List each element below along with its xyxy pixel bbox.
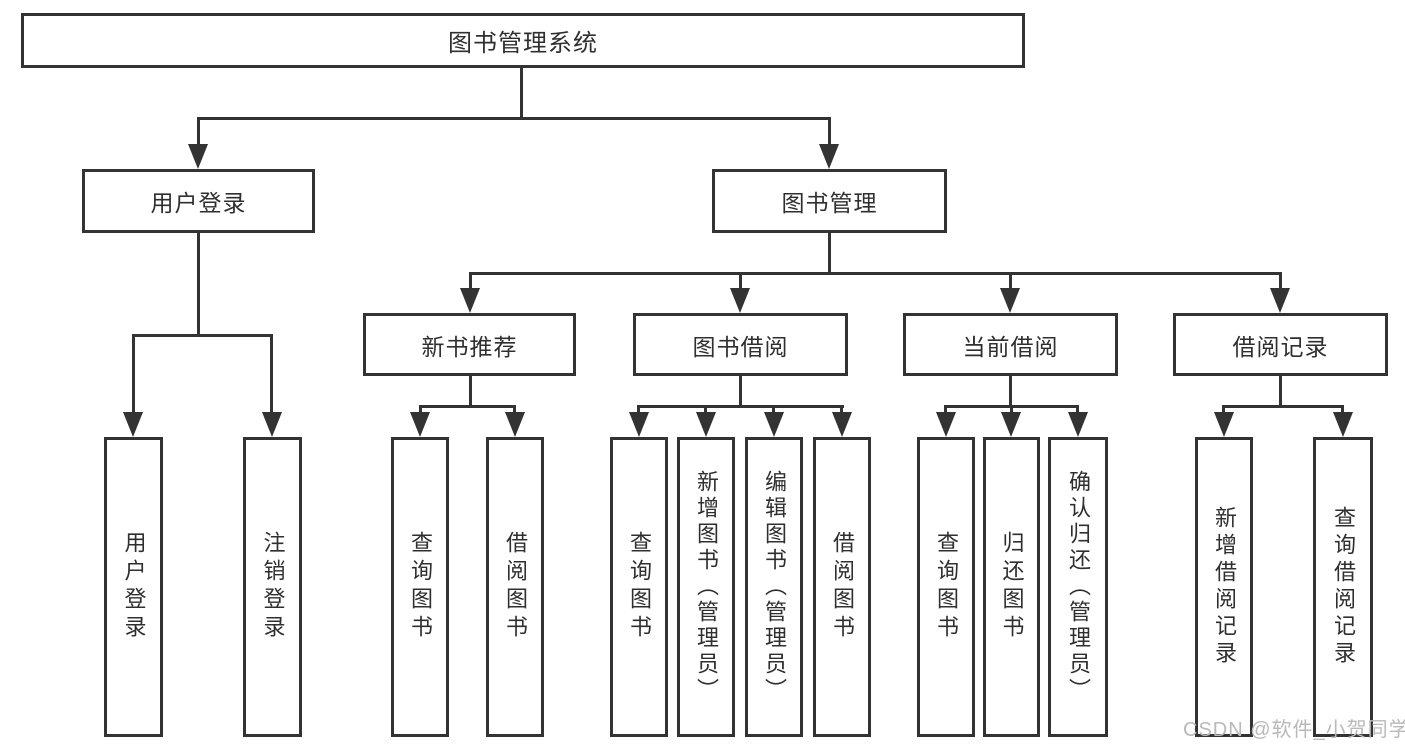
csdn-watermark: CSDN @软件_小贺同学 xyxy=(1183,719,1405,741)
connector-line xyxy=(1222,405,1225,417)
arrowhead-down-icon xyxy=(764,412,784,437)
node-root-library-system: 图书管理系统 xyxy=(21,13,1025,68)
node-user-login-label: 用户登录 xyxy=(150,190,247,216)
connector-line xyxy=(739,272,742,292)
connector-line xyxy=(513,405,516,417)
leaf-query-books-recommend-label: 查询图书 xyxy=(408,531,433,643)
node-borrow-records-label: 借阅记录 xyxy=(1232,333,1329,360)
leaf-user-login: 用户登录 xyxy=(104,437,163,737)
connector-line xyxy=(132,334,135,414)
node-book-management-label: 图书管理 xyxy=(781,190,878,216)
leaf-add-books-admin: 新增图书（管理员） xyxy=(677,437,735,737)
leaf-add-borrow-record-label: 新增借阅记录 xyxy=(1212,506,1237,668)
leaf-borrow-books-recommend: 借阅图书 xyxy=(486,437,544,737)
connector-line xyxy=(772,405,775,417)
node-book-management: 图书管理 xyxy=(712,169,947,233)
leaf-confirm-return-admin: 确认归还（管理员） xyxy=(1048,437,1108,737)
arrowhead-down-icon xyxy=(696,412,716,437)
leaf-query-books-borrow-label: 查询图书 xyxy=(627,531,652,643)
connector-line xyxy=(419,405,422,417)
leaf-logout: 注销登录 xyxy=(243,437,302,737)
arrowhead-down-icon xyxy=(188,144,208,169)
connector-line xyxy=(1009,272,1012,292)
connector-user-login-stem xyxy=(197,233,200,337)
leaf-query-books-borrow: 查询图书 xyxy=(610,437,668,737)
arrowhead-down-icon xyxy=(505,412,525,437)
arrowhead-down-icon xyxy=(936,412,956,437)
leaf-query-borrow-record-label: 查询借阅记录 xyxy=(1331,506,1356,668)
leaf-add-borrow-record: 新增借阅记录 xyxy=(1195,437,1253,737)
arrowhead-down-icon xyxy=(410,412,430,437)
connector-new-book-branch xyxy=(419,405,516,408)
leaf-edit-books-admin-label: 编辑图书（管理员） xyxy=(762,470,787,704)
node-new-book-recommend-label: 新书推荐 xyxy=(421,333,518,360)
leaf-logout-label: 注销登录 xyxy=(260,531,286,643)
connector-line xyxy=(469,272,472,292)
arrowhead-down-icon xyxy=(819,144,839,169)
connector-line xyxy=(270,334,273,414)
connector-line xyxy=(1076,405,1079,417)
arrowhead-down-icon xyxy=(1214,412,1234,437)
node-current-borrow-label: 当前借阅 xyxy=(962,333,1059,360)
arrowhead-down-icon xyxy=(1270,288,1290,313)
arrowhead-down-icon xyxy=(1333,412,1353,437)
leaf-borrow-books-recommend-label: 借阅图书 xyxy=(503,531,528,643)
leaf-query-borrow-record: 查询借阅记录 xyxy=(1313,437,1373,737)
node-book-borrow-label: 图书借阅 xyxy=(692,333,789,360)
connector-new-book-stem xyxy=(469,376,472,408)
leaf-borrow-books: 借阅图书 xyxy=(813,437,871,737)
connector-line xyxy=(944,405,947,417)
connector-line xyxy=(1010,405,1013,417)
leaf-return-books: 归还图书 xyxy=(983,437,1040,737)
arrowhead-down-icon xyxy=(123,412,143,437)
connector-borrow-records-stem xyxy=(1279,376,1282,408)
connector-book-mgmt-branch xyxy=(469,272,1282,275)
connector-line xyxy=(197,117,200,147)
node-new-book-recommend: 新书推荐 xyxy=(363,313,576,376)
leaf-query-books-recommend: 查询图书 xyxy=(391,437,449,737)
leaf-return-books-label: 归还图书 xyxy=(999,531,1025,643)
connector-line xyxy=(637,405,640,417)
leaf-add-books-admin-label: 新增图书（管理员） xyxy=(694,470,719,704)
leaf-user-login-label: 用户登录 xyxy=(121,531,147,643)
arrowhead-down-icon xyxy=(460,288,480,313)
leaf-query-books-current-label: 查询图书 xyxy=(934,531,959,643)
leaf-borrow-books-label: 借阅图书 xyxy=(830,531,855,643)
connector-user-login-branch xyxy=(132,334,273,337)
connector-root-branch xyxy=(197,117,831,120)
connector-line xyxy=(1279,272,1282,292)
arrowhead-down-icon xyxy=(832,412,852,437)
connector-book-borrow-branch xyxy=(638,405,844,408)
connector-line xyxy=(828,117,831,147)
leaf-edit-books-admin: 编辑图书（管理员） xyxy=(745,437,803,737)
connector-book-borrow-stem xyxy=(739,376,742,408)
arrowhead-down-icon xyxy=(262,412,282,437)
connector-book-mgmt-stem xyxy=(828,233,831,275)
leaf-confirm-return-admin-label: 确认归还（管理员） xyxy=(1066,470,1091,704)
connector-line xyxy=(1341,405,1344,417)
node-borrow-records: 借阅记录 xyxy=(1173,313,1388,376)
arrowhead-down-icon xyxy=(1000,288,1020,313)
connector-root-stem xyxy=(520,68,523,120)
arrowhead-down-icon xyxy=(1068,412,1088,437)
connector-borrow-records-branch xyxy=(1223,405,1344,408)
leaf-query-books-current: 查询图书 xyxy=(917,437,975,737)
arrowhead-down-icon xyxy=(730,288,750,313)
node-current-borrow: 当前借阅 xyxy=(903,313,1118,376)
node-user-login: 用户登录 xyxy=(82,169,315,233)
arrowhead-down-icon xyxy=(1001,412,1021,437)
connector-current-borrow-stem xyxy=(1009,376,1012,408)
node-book-borrow: 图书借阅 xyxy=(633,313,848,376)
connector-line xyxy=(704,405,707,417)
connector-line xyxy=(840,405,843,417)
node-root-label: 图书管理系统 xyxy=(448,30,598,57)
arrowhead-down-icon xyxy=(629,412,649,437)
